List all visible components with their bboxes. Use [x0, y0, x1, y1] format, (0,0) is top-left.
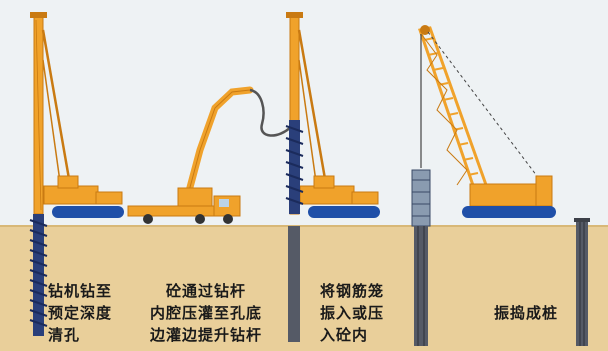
concrete-pump-truck: [127, 86, 293, 224]
concrete-column: [288, 226, 300, 342]
step-3-line-1: 将钢筋笼: [320, 282, 385, 300]
step-1-line-1: 钻机钻至: [48, 282, 113, 300]
step-1-caption: 钻机钻至 预定深度 清孔: [48, 280, 112, 346]
pile-with-cage: [414, 226, 428, 346]
ground: [0, 226, 608, 351]
step-1-line-3: 清孔: [48, 326, 81, 344]
step-2-line-1: 砼通过钻杆: [166, 282, 247, 300]
finished-pile: [574, 218, 590, 346]
step-4-line-1: 振捣成桩: [494, 304, 559, 322]
step-4-caption: 振捣成桩: [494, 302, 558, 324]
crawler-crane: [411, 25, 556, 346]
step-2-caption: 砼通过钻杆 内腔压灌至孔底 边灌边提升钻杆: [150, 280, 262, 346]
step-2-line-2: 内腔压灌至孔底: [150, 304, 263, 322]
crawler-tracks: [52, 206, 124, 218]
steel-cage: [411, 169, 431, 227]
step-2-line-3: 边灌边提升钻杆: [150, 326, 263, 344]
step-1-line-2: 预定深度: [48, 304, 113, 322]
step-3-caption: 将钢筋笼 振入或压 入砼内: [320, 280, 384, 346]
drill-rig-2: [285, 12, 380, 342]
drill-rig-1: [29, 12, 124, 336]
auger-in-hole: [29, 214, 48, 336]
step-3-line-3: 入砼内: [320, 326, 369, 344]
step-3-line-2: 振入或压: [320, 304, 385, 322]
